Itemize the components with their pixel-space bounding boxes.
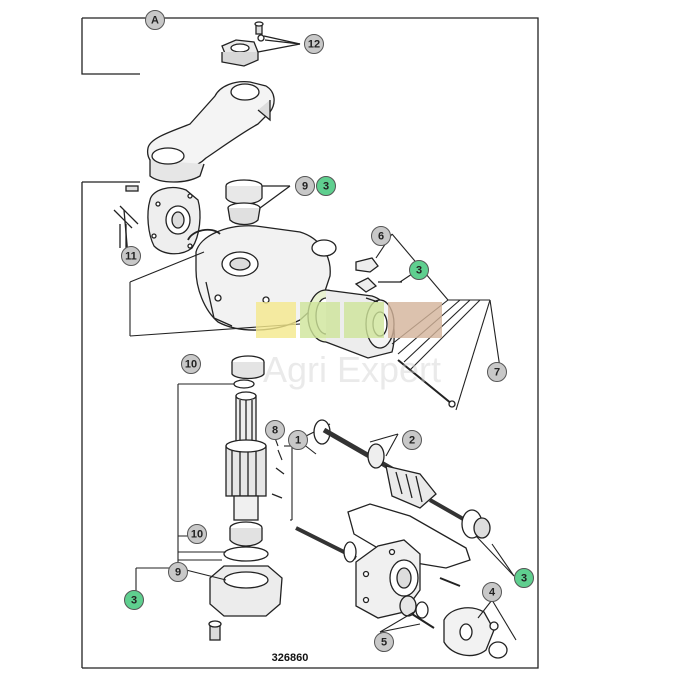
callout-circle <box>168 562 188 582</box>
callout-label: 3 <box>416 265 422 277</box>
callout-label: 5 <box>381 637 387 649</box>
callout-2: 2 <box>402 430 422 450</box>
leader-lines-upper <box>129 233 501 411</box>
clip-parts <box>354 257 402 303</box>
callout-circle <box>514 568 534 588</box>
callout-label: 10 <box>191 529 203 541</box>
callout-label: 9 <box>302 181 308 193</box>
callout-11: 11 <box>121 246 141 266</box>
callout-3-top: 3 <box>316 176 336 196</box>
callout-circle <box>487 362 507 382</box>
callout-10-bottom: 10 <box>187 524 207 544</box>
callout-6: 6 <box>371 226 391 246</box>
callout-9-top: 9 <box>295 176 315 196</box>
callout-circle <box>121 246 141 266</box>
callout-circle <box>482 582 502 602</box>
callout-circle <box>124 590 144 610</box>
watermark-text: Agri Expert <box>263 349 441 390</box>
callout-circle <box>304 34 324 54</box>
callout-10-top: 10 <box>181 354 201 374</box>
callout-9-bottom: 9 <box>168 562 188 582</box>
lower-right-housing <box>295 526 508 659</box>
callout-circle <box>371 226 391 246</box>
callout-label: 3 <box>521 573 527 585</box>
callout-circle <box>181 354 201 374</box>
callout-circle <box>187 524 207 544</box>
callout-label: 12 <box>308 39 320 51</box>
leader-lines-right <box>379 535 517 641</box>
callout-label: 3 <box>131 595 137 607</box>
callout-7: 7 <box>487 362 507 382</box>
callout-circle <box>374 632 394 652</box>
callout-8: 8 <box>265 420 285 440</box>
callout-1: 1 <box>288 430 308 450</box>
callout-3-left: 3 <box>124 590 144 610</box>
callout-circle <box>409 260 429 280</box>
callout-label: 1 <box>295 435 301 447</box>
callout-5: 5 <box>374 632 394 652</box>
callout-label: 4 <box>489 587 496 599</box>
callout-label: 8 <box>272 425 278 437</box>
callout-A: A <box>145 10 165 30</box>
callout-circle <box>288 430 308 450</box>
callout-3-right: 3 <box>409 260 429 280</box>
steering-arm <box>146 80 275 183</box>
pinion-shaft <box>208 355 285 641</box>
callout-label: 7 <box>494 367 500 379</box>
callout-label: 10 <box>185 359 197 371</box>
callout-label: 3 <box>323 181 329 193</box>
callout-circle <box>145 10 165 30</box>
callout-circle <box>295 176 315 196</box>
frame-lines <box>81 17 539 669</box>
callout-label: 2 <box>409 435 415 447</box>
nut-and-bolt <box>221 21 301 67</box>
callout-label: 11 <box>125 251 137 263</box>
gear-housing <box>187 225 337 331</box>
watermark-logo: Agri Expert <box>256 302 442 390</box>
callout-label: 6 <box>378 231 384 243</box>
callout-4: 4 <box>482 582 502 602</box>
callout-circle <box>402 430 422 450</box>
callout-12: 12 <box>304 34 324 54</box>
callout-circle <box>316 176 336 196</box>
flange-cover <box>113 185 201 257</box>
callout-circle <box>265 420 285 440</box>
top-seal <box>225 179 291 226</box>
spline-shaft <box>313 419 491 569</box>
callout-3-lower-right: 3 <box>514 568 534 588</box>
callout-label: A <box>151 15 159 27</box>
figure-number: 326860 <box>272 652 309 664</box>
callout-label: 9 <box>175 567 181 579</box>
